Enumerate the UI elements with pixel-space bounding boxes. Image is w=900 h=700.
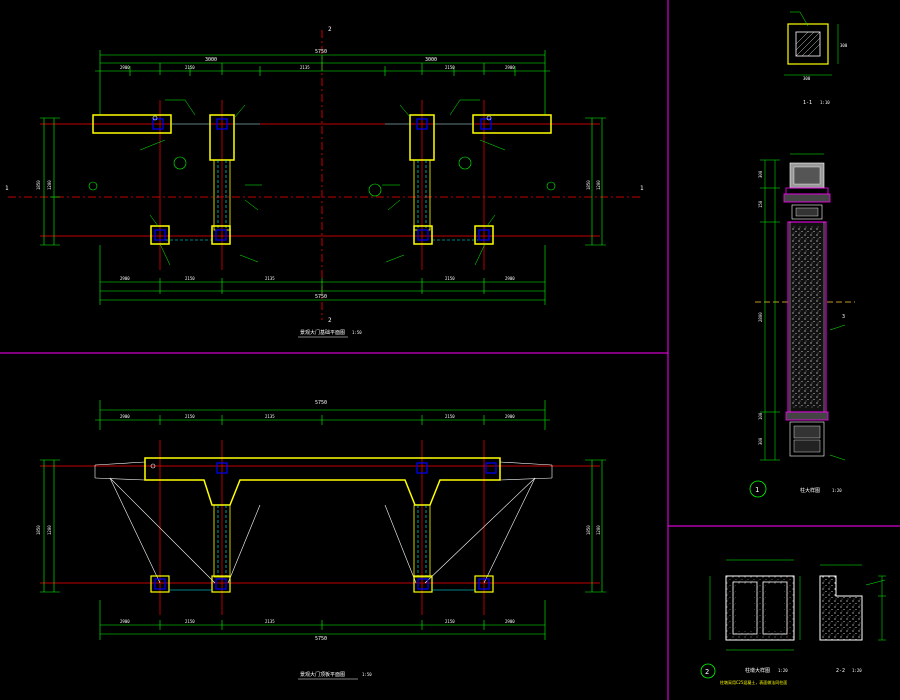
elevation-scale: 1:20 (832, 488, 842, 493)
right-foundation[interactable] (368, 99, 556, 266)
small-section-detail[interactable]: 300 300 1-1 1:10 (784, 11, 848, 106)
bottom-dim-3: 2135 (265, 276, 275, 281)
column-marker[interactable] (416, 462, 428, 474)
bp-bottom-dim-2: 2150 (185, 619, 195, 624)
axis-mark-top: 2 (328, 26, 332, 33)
section-label: 1-1 (803, 100, 812, 106)
bp-seg-5: 2900 (505, 414, 515, 419)
right-vdim-1: 1850 (586, 180, 591, 190)
column-marker[interactable] (478, 229, 490, 241)
half-dim-left: 3000 (205, 57, 217, 63)
bp-right-vdim-1: 1850 (586, 525, 591, 535)
detail-bubble-2[interactable] (700, 663, 716, 679)
seg-dim-2: 2150 (185, 65, 195, 70)
pedestal-section-profile[interactable] (819, 575, 863, 641)
column-marker[interactable] (154, 229, 166, 241)
left-vdim-2: 1200 (47, 180, 52, 190)
column-marker[interactable] (478, 578, 490, 590)
pedestal-detail[interactable]: 2 柱墩大样图 1:20 柱墩采用C25混凝土，表面做法同柱面 2-2 1:20 (700, 559, 886, 685)
top-plan-scale: 1:50 (352, 330, 362, 335)
column-marker[interactable] (216, 462, 228, 474)
roof-plan-columns[interactable] (150, 462, 497, 593)
top-plan-title: 景观大门基础平面图 (300, 329, 345, 336)
elev-dim-2: 150 (758, 200, 763, 208)
seg-dim-5: 2900 (505, 65, 515, 70)
pedestal-section-scale: 1:20 (852, 668, 862, 673)
bottom-dim-1: 2900 (120, 276, 130, 281)
bp-seg-1: 2900 (120, 414, 130, 419)
bottom-dim-4: 2150 (445, 276, 455, 281)
column-elevation-detail[interactable]: 3 (749, 153, 855, 498)
bp-left-vdim-2: 1200 (47, 525, 52, 535)
seg-dim-1: 2900 (120, 65, 130, 70)
elevation-axis-mark: 3 (842, 314, 845, 320)
column-marker[interactable] (215, 229, 227, 241)
column-marker[interactable] (215, 578, 227, 590)
elev-dim-4: 100 (758, 412, 763, 420)
elevation-title: 柱大样图 (800, 487, 820, 494)
column-marker[interactable] (485, 462, 497, 474)
seg-dim-4: 2150 (445, 65, 455, 70)
bp-seg-4: 2150 (445, 414, 455, 419)
column-marker[interactable] (154, 578, 166, 590)
elev-dim-5: 300 (758, 437, 763, 445)
elev-dim-3: 2800 (758, 312, 763, 322)
section-dim-bottom: 300 (803, 76, 811, 81)
bp-bottom-dim-3: 2135 (265, 619, 275, 624)
bp-seg-3: 2135 (265, 414, 275, 419)
pedestal-note: 柱墩采用C25混凝土，表面做法同柱面 (720, 679, 787, 685)
bottom-dim-2: 2150 (185, 276, 195, 281)
section-scale: 1:10 (820, 100, 830, 105)
pedestal-section-label: 2-2 (836, 668, 845, 674)
bottom-overall-dim: 5750 (315, 294, 327, 300)
bp-bottom-dim-1: 2900 (120, 619, 130, 624)
column-marker[interactable] (417, 229, 429, 241)
detail-number-1: 1 (755, 486, 759, 494)
bp-seg-2: 2150 (185, 414, 195, 419)
bp-bottom-dim-5: 2900 (505, 619, 515, 624)
column-marker[interactable] (152, 118, 164, 130)
bottom-plan-overall-dim: 5750 (315, 400, 327, 406)
right-vertical-dims (585, 117, 606, 246)
left-vdim-1: 1850 (36, 180, 41, 190)
column-marker[interactable] (480, 118, 492, 130)
seg-dim-3: 2135 (300, 65, 310, 70)
column-marker[interactable] (416, 118, 428, 130)
axis-mark-left: 1 (5, 185, 9, 192)
axis-mark-right: 1 (640, 185, 644, 192)
top-dimension-lines (95, 50, 550, 115)
bottom-plan-scale: 1:50 (362, 672, 372, 677)
stone-fill-pattern (792, 226, 822, 408)
left-foundation[interactable] (88, 99, 262, 266)
bp-right-vdim-2: 1200 (596, 525, 601, 535)
bottom-plan-title: 景观大门顶板平面图 (300, 671, 345, 678)
elev-dim-1: 300 (758, 170, 763, 178)
overall-dim-top: 5750 (315, 49, 327, 55)
half-dim-right: 3000 (425, 57, 437, 63)
column-marker[interactable] (417, 578, 429, 590)
section-dim-side: 300 (840, 43, 848, 48)
bp-bottom-dim-4: 2150 (445, 619, 455, 624)
roof-slab-outline[interactable] (144, 457, 501, 506)
pedestal-title: 柱墩大样图 (745, 667, 770, 674)
axis-mark-bottom: 2 (328, 317, 332, 324)
bp-bottom-overall: 5750 (315, 636, 327, 642)
pedestal-scale: 1:20 (778, 668, 788, 673)
column-marker[interactable] (216, 118, 228, 130)
top-plan[interactable]: 2 2 1 1 (5, 26, 644, 338)
detail-bubble-1[interactable] (749, 480, 767, 498)
right-vdim-2: 1200 (596, 180, 601, 190)
detail-number-2: 2 (705, 668, 709, 676)
bottom-dimension-lines (99, 245, 546, 305)
bottom-plan[interactable]: 5750 2900 2150 2135 2150 2900 (36, 400, 606, 680)
left-vertical-dims (40, 117, 60, 246)
bottom-dim-5: 2900 (505, 276, 515, 281)
bp-left-vdim-1: 1850 (36, 525, 41, 535)
